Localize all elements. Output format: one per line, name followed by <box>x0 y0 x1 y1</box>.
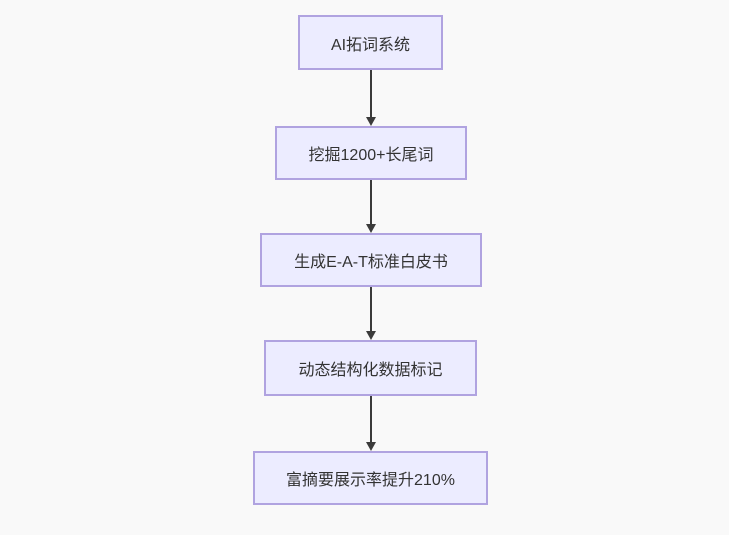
arrow-line <box>370 180 372 225</box>
arrow-down-icon <box>366 224 376 233</box>
arrow-line <box>370 70 372 118</box>
flow-node-1: AI拓词系统 <box>298 15 443 70</box>
arrow-line <box>370 287 372 332</box>
flow-node-3: 生成E-A-T标准白皮书 <box>260 233 482 287</box>
arrow-4-5 <box>365 396 377 451</box>
arrow-1-2 <box>365 70 377 126</box>
arrow-3-4 <box>365 287 377 340</box>
arrow-down-icon <box>366 442 376 451</box>
arrow-down-icon <box>366 117 376 126</box>
flow-node-4: 动态结构化数据标记 <box>264 340 477 396</box>
arrow-down-icon <box>366 331 376 340</box>
arrow-2-3 <box>365 180 377 233</box>
flow-node-2: 挖掘1200+长尾词 <box>275 126 467 180</box>
flow-node-5: 富摘要展示率提升210% <box>253 451 488 505</box>
arrow-line <box>370 396 372 443</box>
